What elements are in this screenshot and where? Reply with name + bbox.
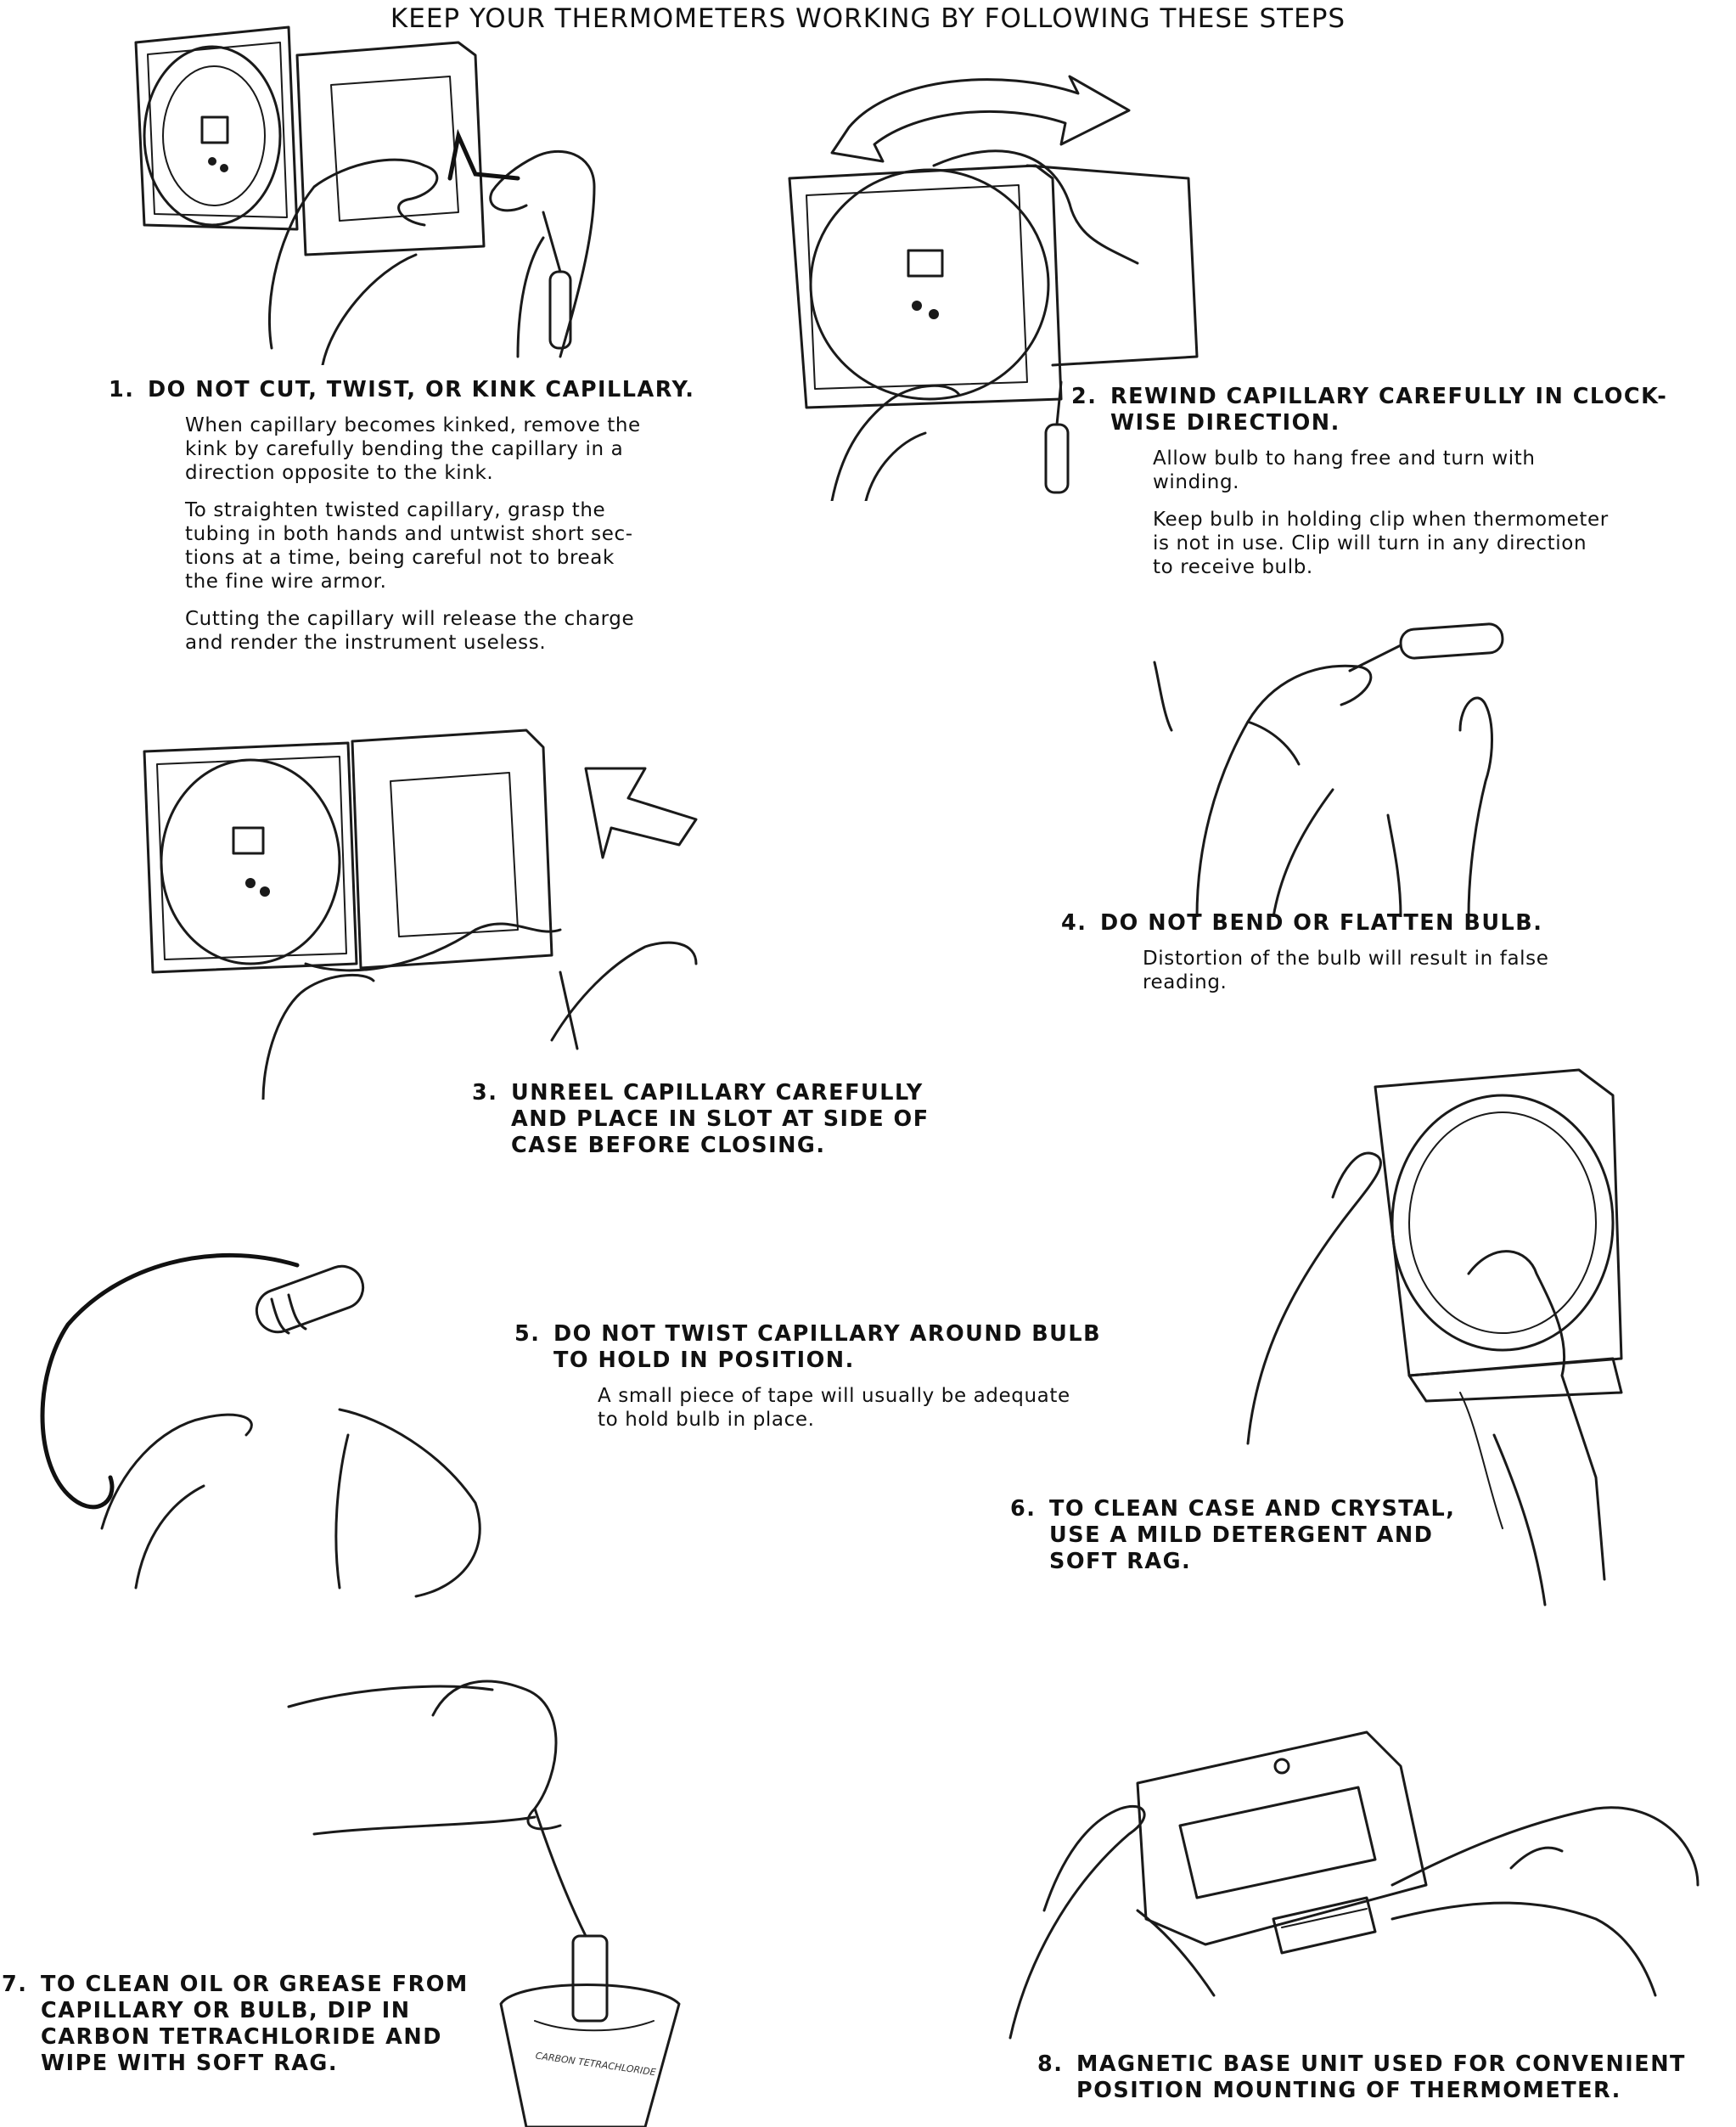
step-heading: 5. DO NOT TWIST CAPILLARY AROUND BULB TO… xyxy=(514,1321,1194,1374)
illustration-dip-bulb: CARBON TETRACHLORIDE xyxy=(280,1656,722,2127)
step-number: 4. xyxy=(1061,910,1087,936)
step-8: 8. MAGNETIC BASE UNIT USED FOR CONVENIEN… xyxy=(1037,2051,1733,2104)
illustration-twisted-bulb xyxy=(17,1248,509,1605)
step-number: 7. xyxy=(2,1972,28,1997)
step-paragraph: Cutting the capillary will release the c… xyxy=(185,608,635,654)
step-title: MAGNETIC BASE UNIT USED FOR CONVENIENT P… xyxy=(1076,2051,1686,2103)
step-paragraph: Distortion of the bulb will result in fa… xyxy=(1143,948,1549,993)
step-heading: 4. DO NOT BEND OR FLATTEN BULB. xyxy=(1061,910,1723,937)
step-3: 3. UNREEL CAPILLARY CAREFULLY AND PLACE … xyxy=(472,1080,1015,1159)
step-number: 8. xyxy=(1037,2051,1064,2077)
step-title: UNREEL CAPILLARY CAREFULLY AND PLACE IN … xyxy=(511,1080,930,1158)
step-heading: 7. TO CLEAN OIL OR GREASE FROM CAPILLARY… xyxy=(2,1972,528,2077)
step-paragraph: Keep bulb in holding clip when thermomet… xyxy=(1153,509,1609,578)
step-body: Allow bulb to hang free and turn with wi… xyxy=(1071,447,1733,579)
step-paragraph: When capillary becomes kinked, remove th… xyxy=(185,414,641,484)
step-number: 6. xyxy=(1010,1496,1037,1522)
step-number: 1. xyxy=(109,377,135,402)
step-paragraph: To straighten twisted capillary, grasp t… xyxy=(185,499,633,593)
step-title: DO NOT TWIST CAPILLARY AROUND BULB TO HO… xyxy=(553,1321,1102,1373)
step-body: When capillary becomes kinked, remove th… xyxy=(109,414,762,655)
step-7: 7. TO CLEAN OIL OR GREASE FROM CAPILLARY… xyxy=(2,1972,528,2077)
illustration-magnetic-base xyxy=(1002,1715,1723,2072)
step-number: 5. xyxy=(514,1321,541,1347)
step-title: TO CLEAN OIL OR GREASE FROM CAPILLARY OR… xyxy=(41,1972,469,2076)
illustration-rewind-capillary xyxy=(781,59,1222,501)
step-heading: 2. REWIND CAPILLARY CAREFULLY IN CLOCK- … xyxy=(1071,384,1733,436)
step-number: 2. xyxy=(1071,384,1098,409)
step-title: TO CLEAN CASE AND CRYSTAL, USE A MILD DE… xyxy=(1049,1496,1456,1574)
illustration-bulb-bend xyxy=(1146,611,1570,917)
step-5: 5. DO NOT TWIST CAPILLARY AROUND BULB TO… xyxy=(514,1321,1194,1445)
step-1: 1. DO NOT CUT, TWIST, OR KINK CAPILLARY.… xyxy=(109,377,762,668)
illustration-clean-case xyxy=(1239,1053,1630,1630)
step-heading: 6. TO CLEAN CASE AND CRYSTAL, USE A MILD… xyxy=(1010,1496,1553,1575)
jar-label: CARBON TETRACHLORIDE xyxy=(535,2051,657,2079)
step-paragraph: A small piece of tape will usually be ad… xyxy=(598,1385,1070,1431)
step-2: 2. REWIND CAPILLARY CAREFULLY IN CLOCK- … xyxy=(1071,384,1733,593)
illustration-unreel-capillary xyxy=(136,717,730,1100)
step-title: DO NOT CUT, TWIST, OR KINK CAPILLARY. xyxy=(148,377,695,402)
step-4: 4. DO NOT BEND OR FLATTEN BULB. Distorti… xyxy=(1061,910,1723,1008)
step-6: 6. TO CLEAN CASE AND CRYSTAL, USE A MILD… xyxy=(1010,1496,1553,1575)
step-body: Distortion of the bulb will result in fa… xyxy=(1061,947,1723,994)
page-title: KEEP YOUR THERMOMETERS WORKING BY FOLLOW… xyxy=(390,3,1346,34)
step-heading: 3. UNREEL CAPILLARY CAREFULLY AND PLACE … xyxy=(472,1080,1015,1159)
step-paragraph: Allow bulb to hang free and turn with wi… xyxy=(1153,447,1536,493)
step-number: 3. xyxy=(472,1080,498,1106)
step-heading: 1. DO NOT CUT, TWIST, OR KINK CAPILLARY. xyxy=(109,377,762,403)
step-title: REWIND CAPILLARY CAREFULLY IN CLOCK- WIS… xyxy=(1110,384,1668,436)
illustration-capillary-kink xyxy=(119,17,645,365)
step-heading: 8. MAGNETIC BASE UNIT USED FOR CONVENIEN… xyxy=(1037,2051,1733,2104)
step-title: DO NOT BEND OR FLATTEN BULB. xyxy=(1100,910,1543,936)
step-body: A small piece of tape will usually be ad… xyxy=(514,1384,1194,1432)
